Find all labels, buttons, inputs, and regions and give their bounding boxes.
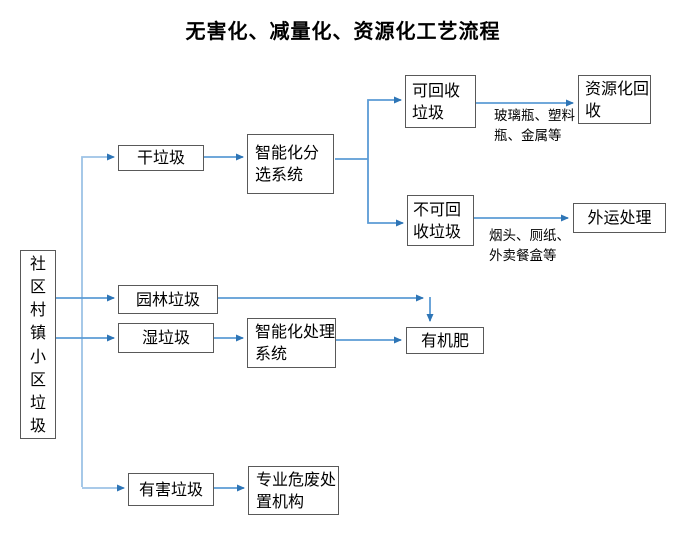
node-label: 有机肥: [420, 330, 469, 350]
node-hazardous-waste: 有害垃圾: [128, 473, 214, 506]
node-intelligent-sorting-system: 智能化分选系统: [247, 134, 334, 194]
node-community-village-waste: 社区村镇小区垃圾: [20, 250, 56, 439]
node-dry-waste: 干垃圾: [118, 145, 204, 171]
node-organic-fertilizer: 有机肥: [406, 327, 484, 354]
node-label: 湿垃圾: [141, 328, 190, 347]
node-label: 智能化处理系统: [255, 322, 336, 363]
node-label: 资源化回收: [585, 78, 650, 120]
node-outbound-treatment: 外运处理: [573, 203, 666, 233]
node-intelligent-processing-system: 智能化处理系统: [247, 318, 336, 368]
node-label: 外运处理: [587, 208, 652, 227]
node-hazardous-disposal-agency: 专业危废处置机构: [248, 466, 339, 515]
annotation-nonrecyclable-examples: 烟头、厕纸、外卖餐盒等: [489, 228, 570, 264]
node-label: 干垃圾: [136, 148, 185, 167]
annotation-recyclable-examples: 玻璃瓶、塑料瓶、金属等: [494, 108, 575, 144]
node-label: 有害垃圾: [138, 479, 203, 499]
node-label: 可回收垃圾: [412, 80, 461, 122]
page-title: 无害化、减量化、资源化工艺流程: [185, 19, 501, 43]
node-resource-recovery: 资源化回收: [578, 75, 651, 124]
connector-sorting-to-recyclable: [367, 96, 402, 159]
node-label: 社区村镇小区垃圾: [29, 253, 46, 436]
node-label: 不可回收垃圾: [413, 199, 462, 241]
connector-trunk-to-dry: [81, 153, 115, 487]
node-garden-waste: 园林垃圾: [118, 285, 218, 314]
node-nonrecyclable-waste: 不可回收垃圾: [407, 195, 474, 246]
node-label: 园林垃圾: [135, 289, 200, 309]
node-label: 智能化分选系统: [255, 143, 320, 184]
node-wet-waste: 湿垃圾: [118, 323, 214, 353]
node-label: 专业危废处置机构: [256, 469, 337, 511]
node-recyclable-waste: 可回收垃圾: [405, 75, 476, 128]
connector-sorting-to-nonrecyclable: [367, 159, 404, 227]
